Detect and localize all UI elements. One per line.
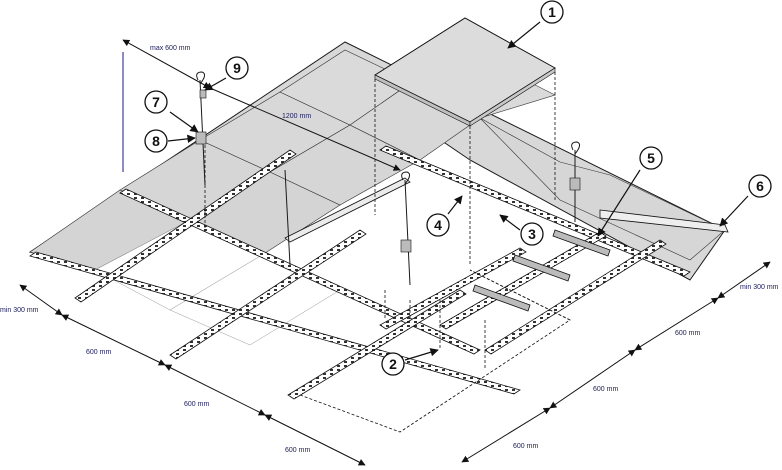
callout-2: 2 [381,352,405,376]
svg-text:4: 4 [434,217,442,233]
hanger-clips [195,89,581,253]
dim-right-600-a: 600 mm [675,330,700,337]
dimension-labels: max 600 mm 1200 mm min 300 mm 600 mm 600… [0,45,779,454]
dimension-lines [19,39,771,466]
dim-left-600-b: 600 mm [184,401,209,408]
cross-tees [74,149,667,400]
callouts: 1 2 3 4 5 6 7 8 [144,0,772,376]
dim-right-600-b: 600 mm [593,386,618,393]
svg-text:7: 7 [152,94,160,110]
svg-text:3: 3 [528,226,536,242]
edge-trim [599,209,729,233]
svg-text:2: 2 [389,356,397,372]
callout-7: 7 [144,90,168,114]
dashed-guides [204,72,571,433]
svg-text:8: 8 [152,133,160,149]
svg-text:5: 5 [647,150,655,166]
callout-3: 3 [520,222,544,246]
cross-bars [472,229,611,312]
dim-max-hanger: max 600 mm [150,45,191,52]
callout-6: 6 [748,174,772,198]
dim-main-span: 1200 mm [282,113,311,120]
dim-right-edge-min: min 300 mm [740,284,779,291]
dim-left-edge-min: min 300 mm [0,307,39,314]
svg-text:9: 9 [233,60,241,76]
dim-left-600-a: 600 mm [86,349,111,356]
dim-right-600-c: 600 mm [513,443,538,450]
callout-5: 5 [639,146,663,170]
callout-4: 4 [426,213,450,237]
callout-1: 1 [540,0,564,24]
callout-9: 9 [225,56,249,80]
svg-text:6: 6 [756,178,764,194]
callout-leaders [167,21,749,361]
main-runner [379,145,691,277]
callout-8: 8 [144,129,168,153]
dim-left-600-c: 600 mm [285,447,310,454]
svg-text:1: 1 [548,4,556,20]
